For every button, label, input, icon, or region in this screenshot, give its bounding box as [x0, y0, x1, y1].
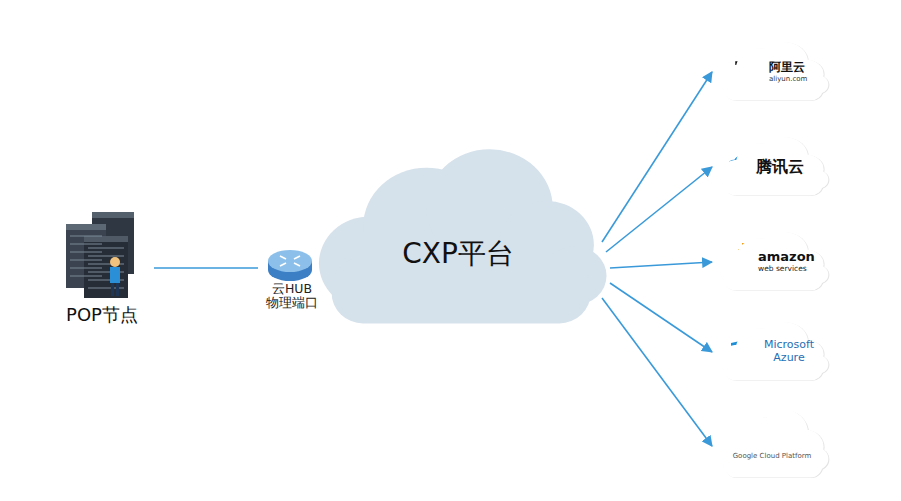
- link-line: [154, 267, 258, 269]
- provider-cloud: Microsoft Azure: [712, 319, 832, 381]
- node-label: POP节点: [66, 305, 138, 326]
- connection-arrow: [602, 72, 712, 242]
- node-label: 腾讯云: [756, 158, 804, 176]
- provider-cloud: Google Cloud Platform: [712, 406, 832, 478]
- node-label: 云HUB 物理端口: [264, 282, 320, 311]
- node-label: CXP平台: [402, 238, 514, 270]
- connection-arrow: [606, 167, 712, 252]
- connection-arrow: [610, 262, 712, 268]
- node-label: Google Cloud Platform: [733, 452, 812, 460]
- connection-arrow: [602, 298, 712, 446]
- cxp-platform-cloud: CXP平台: [300, 140, 616, 325]
- node-label: 阿里云: [769, 61, 805, 75]
- node-label: Microsoft Azure: [758, 339, 820, 364]
- small-cloud-shape: [712, 406, 832, 478]
- server-rack-icon: [66, 212, 134, 298]
- cloud-hub-port: 云HUB 物理端口: [258, 240, 326, 322]
- connection-arrow: [610, 283, 712, 352]
- node-label: amazon: [758, 250, 815, 265]
- provider-cloud: amazonweb services: [712, 229, 832, 291]
- provider-cloud: 阿里云aliyun.com: [712, 39, 832, 101]
- pop-node: POP节点: [50, 205, 154, 330]
- node-label: aliyun.com: [769, 75, 807, 83]
- node-label: web services: [758, 265, 807, 274]
- provider-cloud: 腾讯云: [712, 134, 832, 196]
- cloud-shape: [300, 140, 616, 325]
- router-icon: [268, 250, 312, 281]
